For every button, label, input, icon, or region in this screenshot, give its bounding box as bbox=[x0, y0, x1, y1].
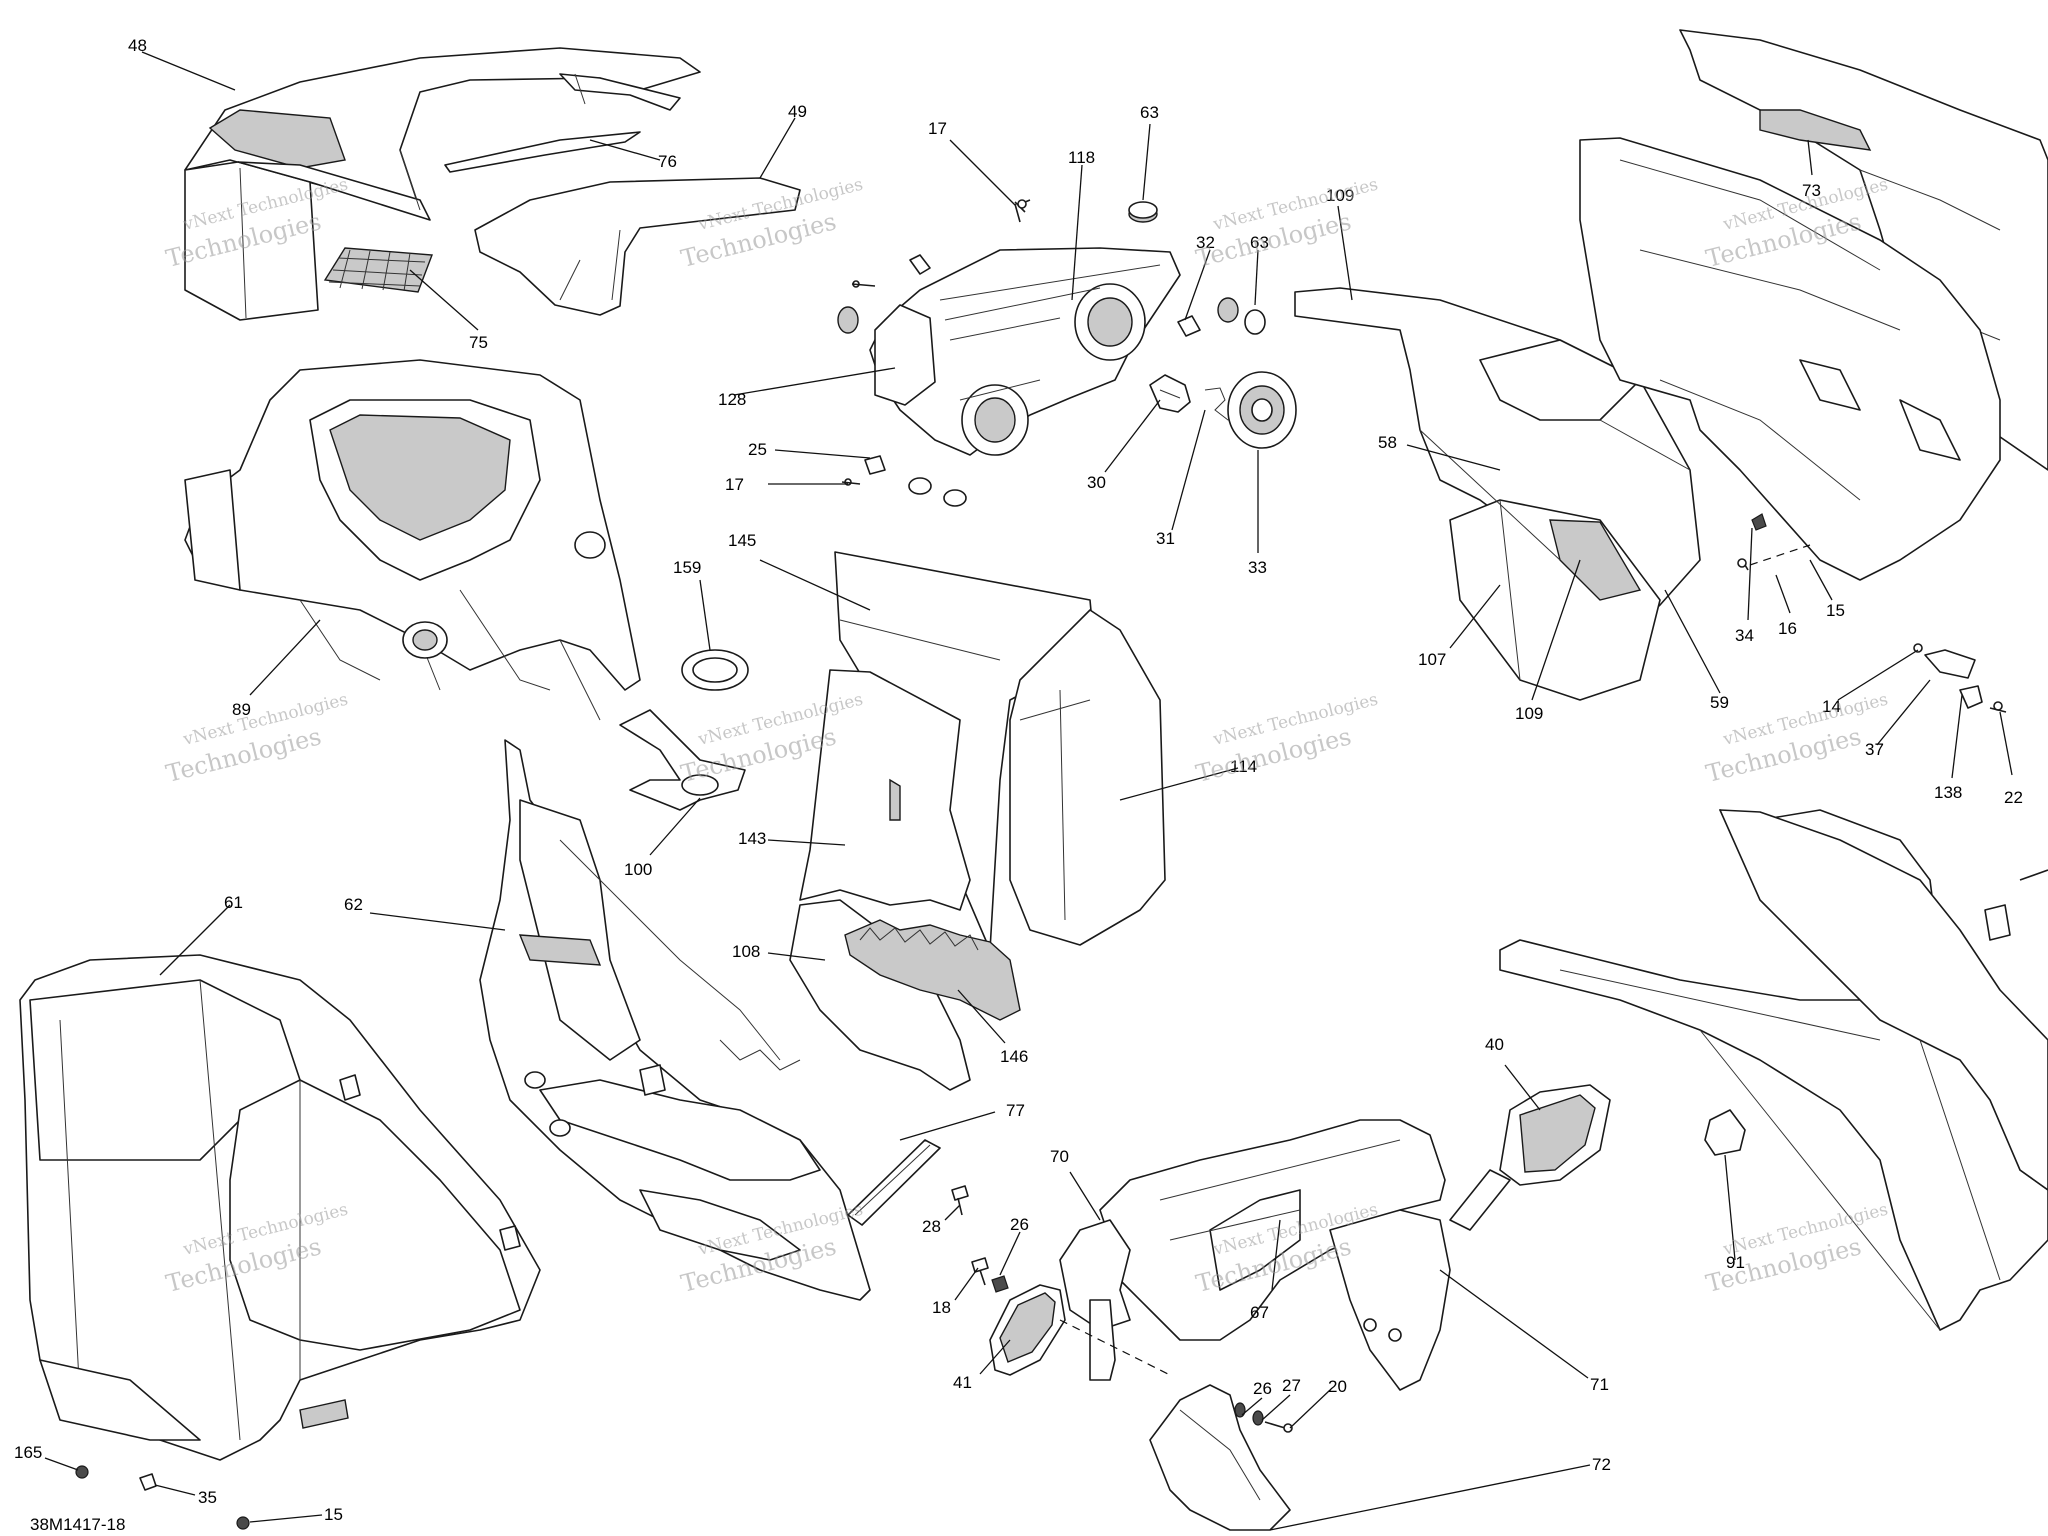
part-48-upper-fairing bbox=[184, 47, 701, 321]
callout-143: 143 bbox=[738, 829, 766, 848]
callout-15-bottom: 15 bbox=[324, 1505, 343, 1524]
watermarks: vNext Technologies Technologies vNext Te… bbox=[163, 175, 1890, 1298]
callout-75: 75 bbox=[469, 333, 488, 352]
watermark-5: vNext Technologies Technologies bbox=[163, 690, 350, 788]
part-143-panel bbox=[799, 669, 971, 911]
callout-26-top: 26 bbox=[1010, 1215, 1029, 1234]
part-40-mirror-right bbox=[1449, 1084, 1611, 1231]
callout-63-top: 63 bbox=[1140, 103, 1159, 122]
watermark-12: vNext Technologies Technologies bbox=[1703, 1200, 1890, 1298]
callout-109-bottom: 109 bbox=[1515, 704, 1543, 723]
callout-15-right: 15 bbox=[1826, 601, 1845, 620]
callout-labels: 48 76 75 49 17 118 63 32 63 109 73 128 2… bbox=[14, 36, 2023, 1524]
leader-lines bbox=[44, 51, 2013, 1531]
callout-59: 59 bbox=[1710, 693, 1729, 712]
callout-18: 18 bbox=[932, 1298, 951, 1317]
fasteners-right-upper bbox=[1737, 513, 2007, 713]
callout-58: 58 bbox=[1378, 433, 1397, 452]
callout-76: 76 bbox=[658, 152, 677, 171]
fasteners-headlight-group bbox=[837, 199, 1266, 507]
reference-code: 38M1417-18 bbox=[30, 1515, 125, 1534]
callout-138: 138 bbox=[1934, 783, 1962, 802]
part-28-screw bbox=[951, 1185, 969, 1216]
part-73-right-fairing bbox=[1579, 29, 2048, 581]
callout-40: 40 bbox=[1485, 1035, 1504, 1054]
callout-49: 49 bbox=[788, 102, 807, 121]
callout-27: 27 bbox=[1282, 1376, 1301, 1395]
part-70-side-bracket bbox=[1059, 1219, 1131, 1381]
callout-17-mid: 17 bbox=[725, 475, 744, 494]
part-146-panel bbox=[844, 919, 1021, 1021]
watermark-3: vNext Technologies Technologies bbox=[1193, 175, 1380, 273]
callout-114: 114 bbox=[1230, 757, 1257, 776]
callout-108: 108 bbox=[732, 942, 760, 961]
callout-159: 159 bbox=[673, 558, 701, 577]
callout-25: 25 bbox=[748, 440, 767, 459]
callout-100: 100 bbox=[624, 860, 652, 879]
part-61-left-fairing bbox=[19, 954, 541, 1461]
callout-17-top: 17 bbox=[928, 119, 947, 138]
callout-48: 48 bbox=[128, 36, 147, 55]
callout-61: 61 bbox=[224, 893, 243, 912]
part-62-center-lower-fairing bbox=[479, 739, 871, 1301]
fasteners-bottom-left bbox=[75, 1465, 250, 1530]
callout-34: 34 bbox=[1735, 626, 1754, 645]
part-67-dash-panel bbox=[1099, 1119, 1446, 1341]
part-89-instrument-housing bbox=[184, 359, 641, 721]
part-77-strap bbox=[847, 1139, 941, 1226]
part-30-bulb bbox=[1149, 374, 1191, 413]
part-72-lower-nose bbox=[1149, 1384, 1291, 1531]
callout-145: 145 bbox=[728, 531, 756, 550]
callout-37: 37 bbox=[1865, 740, 1884, 759]
part-76-trim-strip bbox=[444, 131, 641, 173]
callout-31: 31 bbox=[1156, 529, 1175, 548]
part-33-cap bbox=[1227, 371, 1297, 449]
fasteners-lower-center bbox=[971, 1257, 1293, 1433]
part-71-side-bracket bbox=[1329, 1209, 1451, 1391]
part-91-right-lower-fairing bbox=[1499, 809, 2048, 1331]
callout-30: 30 bbox=[1087, 473, 1106, 492]
callout-32: 32 bbox=[1196, 233, 1215, 252]
part-118-headlight-housing bbox=[869, 247, 1181, 456]
callout-109-top: 109 bbox=[1326, 186, 1354, 205]
part-58-side-cover bbox=[1294, 287, 1701, 701]
part-75-grille bbox=[323, 247, 433, 293]
callout-41: 41 bbox=[953, 1373, 972, 1392]
callout-118: 118 bbox=[1068, 148, 1095, 167]
part-41-mirror-left bbox=[989, 1284, 1171, 1376]
callout-91: 91 bbox=[1726, 1253, 1745, 1272]
callout-35: 35 bbox=[198, 1488, 217, 1507]
callout-26-bottom: 26 bbox=[1253, 1379, 1272, 1398]
part-159-ring bbox=[681, 649, 749, 691]
part-100-bracket bbox=[619, 709, 746, 811]
callout-62: 62 bbox=[344, 895, 363, 914]
callout-128: 128 bbox=[718, 390, 746, 409]
callout-107: 107 bbox=[1418, 650, 1446, 669]
callout-72: 72 bbox=[1592, 1455, 1611, 1474]
callout-70: 70 bbox=[1050, 1147, 1069, 1166]
callout-165: 165 bbox=[14, 1443, 42, 1462]
watermark-7: vNext Technologies Technologies bbox=[1193, 690, 1380, 788]
callout-77: 77 bbox=[1006, 1101, 1025, 1120]
callout-33: 33 bbox=[1248, 558, 1267, 577]
callout-14: 14 bbox=[1822, 697, 1841, 716]
callout-16: 16 bbox=[1778, 619, 1797, 638]
part-114-panel bbox=[1009, 609, 1166, 946]
callout-67: 67 bbox=[1250, 1303, 1269, 1322]
callout-71: 71 bbox=[1590, 1375, 1609, 1394]
callout-28: 28 bbox=[922, 1217, 941, 1236]
callout-89: 89 bbox=[232, 700, 251, 719]
callout-73: 73 bbox=[1802, 181, 1821, 200]
part-49-cover-panel bbox=[474, 177, 801, 316]
callout-63-second: 63 bbox=[1250, 233, 1269, 252]
callout-146: 146 bbox=[1000, 1047, 1028, 1066]
callout-20: 20 bbox=[1328, 1377, 1347, 1396]
callout-22: 22 bbox=[2004, 788, 2023, 807]
